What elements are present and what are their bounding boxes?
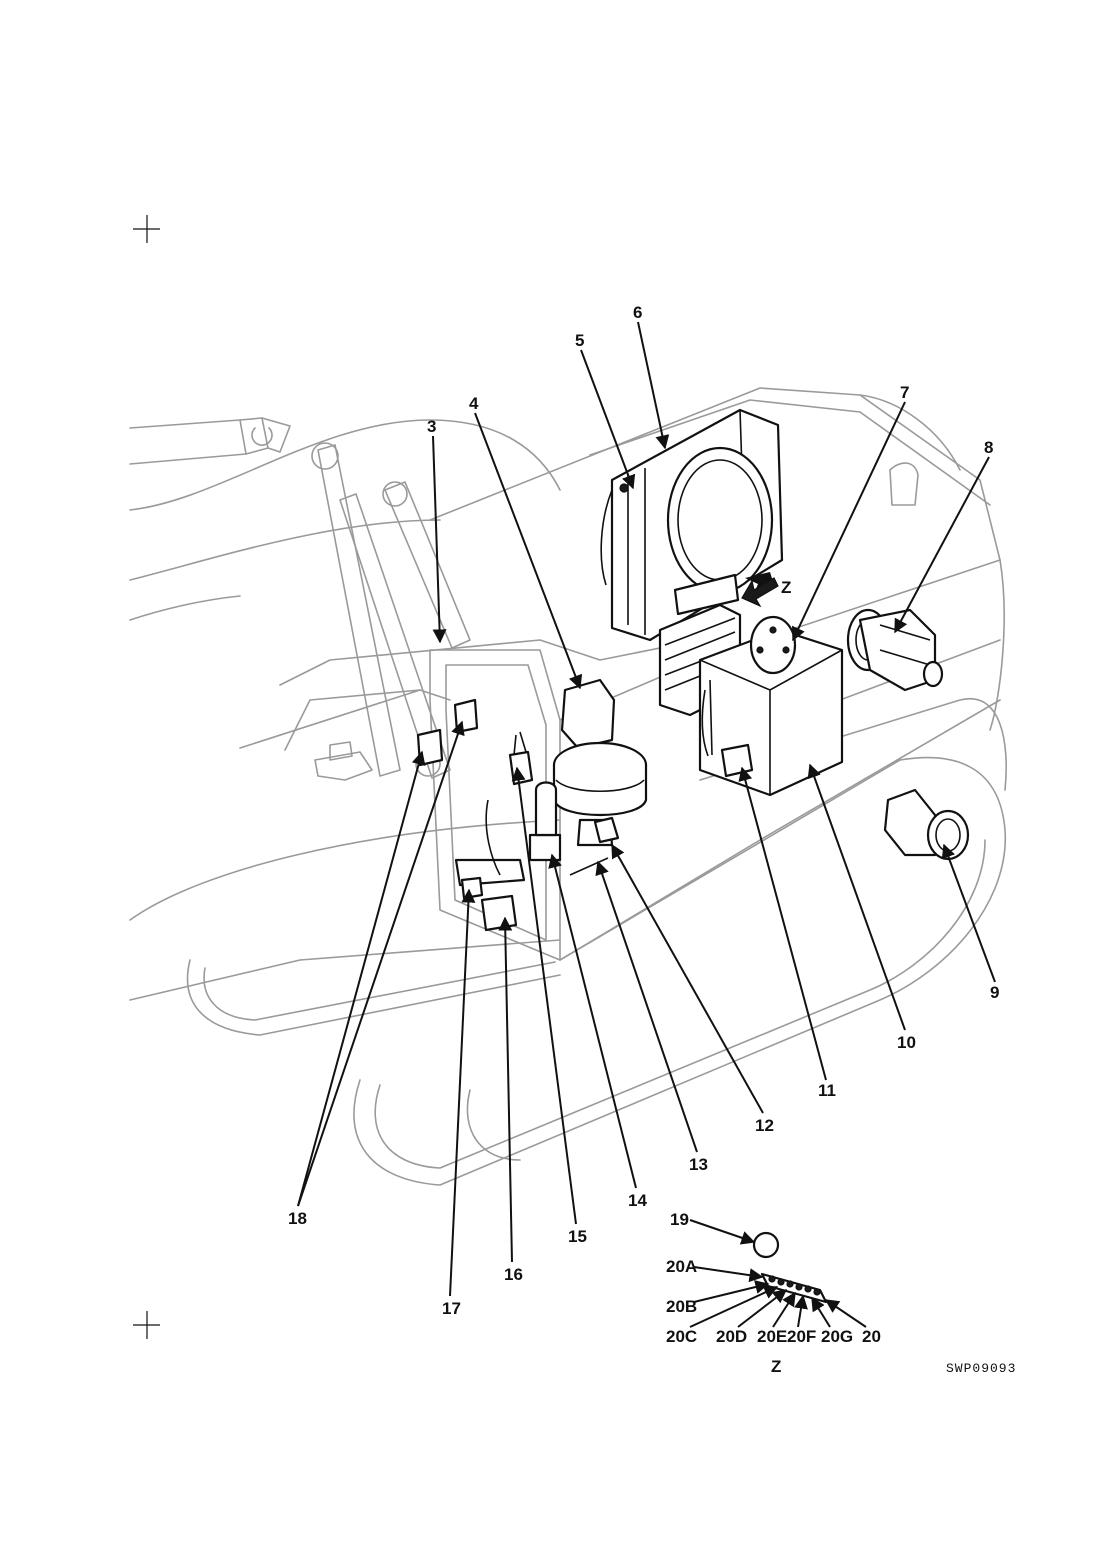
callout-20g: 20G xyxy=(821,1327,853,1346)
travel-motor xyxy=(883,788,970,861)
callout-4: 4 xyxy=(469,394,479,413)
callout-20a: 20A xyxy=(666,1257,697,1276)
callout-16: 16 xyxy=(504,1265,523,1284)
callout-15: 15 xyxy=(568,1227,587,1246)
radiator-oil-cooler-assembly xyxy=(600,408,784,642)
callout-12: 12 xyxy=(755,1116,774,1135)
callout-17: 17 xyxy=(442,1299,461,1318)
callout-9: 9 xyxy=(990,983,999,1002)
swivel-joint xyxy=(528,781,562,862)
detail-z-inset xyxy=(689,1219,867,1328)
detail-19-pressure-gauge xyxy=(752,1231,780,1259)
callout-labels: 6 5 4 3 7 8 9 10 11 12 13 14 15 16 17 18… xyxy=(288,303,999,1346)
pilot-control-levers xyxy=(454,731,534,932)
callout-20b: 20B xyxy=(666,1297,697,1316)
leader-lines xyxy=(297,321,996,1297)
callout-5: 5 xyxy=(575,331,584,350)
callout-11: 11 xyxy=(818,1081,836,1100)
view-arrow-label: Z xyxy=(781,578,791,597)
view-z-arrow: Z xyxy=(741,572,791,608)
callout-10: 10 xyxy=(897,1033,916,1052)
callout-19: 19 xyxy=(670,1210,689,1229)
callout-13: 13 xyxy=(689,1155,708,1174)
swing-motor xyxy=(552,678,648,847)
callout-20c: 20C xyxy=(666,1327,697,1346)
drawing-code: SWP09093 xyxy=(946,1361,1016,1376)
callout-18: 18 xyxy=(288,1209,307,1228)
callout-3: 3 xyxy=(427,417,436,436)
callout-8: 8 xyxy=(984,438,993,457)
callout-20f: 20F xyxy=(787,1327,816,1346)
registration-mark-top xyxy=(133,215,160,243)
callout-20: 20 xyxy=(862,1327,881,1346)
view-caption: Z xyxy=(771,1357,781,1376)
callout-20d: 20D xyxy=(716,1327,747,1346)
callout-20e: 20E xyxy=(757,1327,787,1346)
callout-14: 14 xyxy=(628,1191,647,1210)
registration-mark-bottom xyxy=(133,1311,160,1339)
callout-6: 6 xyxy=(633,303,642,322)
main-pump xyxy=(846,608,944,692)
callout-7: 7 xyxy=(900,383,909,402)
